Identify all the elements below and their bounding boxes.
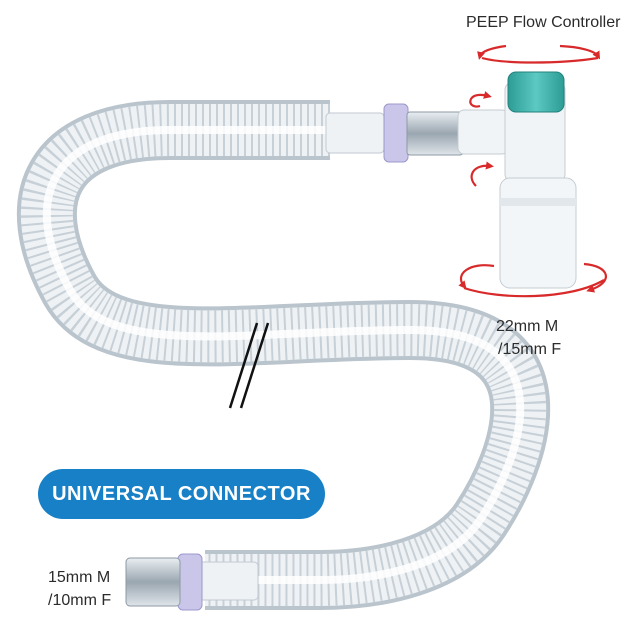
peep-valve bbox=[457, 71, 577, 289]
universal-connector-badge: UNIVERSAL CONNECTOR bbox=[38, 469, 325, 519]
double-slash-break-icon bbox=[228, 322, 270, 409]
bottom-connector-size-line1: 15mm M bbox=[48, 569, 111, 586]
universal-connector-text: UNIVERSAL CONNECTOR bbox=[52, 482, 311, 505]
top-connector-size-line1: 22mm M bbox=[496, 318, 559, 335]
bottom-cuff bbox=[125, 553, 259, 611]
bottom-connector-size-line2: /10mm F bbox=[48, 592, 112, 609]
corrugated-tube bbox=[17, 100, 551, 610]
top-cuff bbox=[325, 103, 464, 163]
rotate-arrow-icon bbox=[458, 44, 608, 298]
peep-flow-controller-label: PEEP Flow Controller bbox=[466, 14, 621, 31]
top-connector-size-line2: /15mm F bbox=[498, 341, 562, 358]
